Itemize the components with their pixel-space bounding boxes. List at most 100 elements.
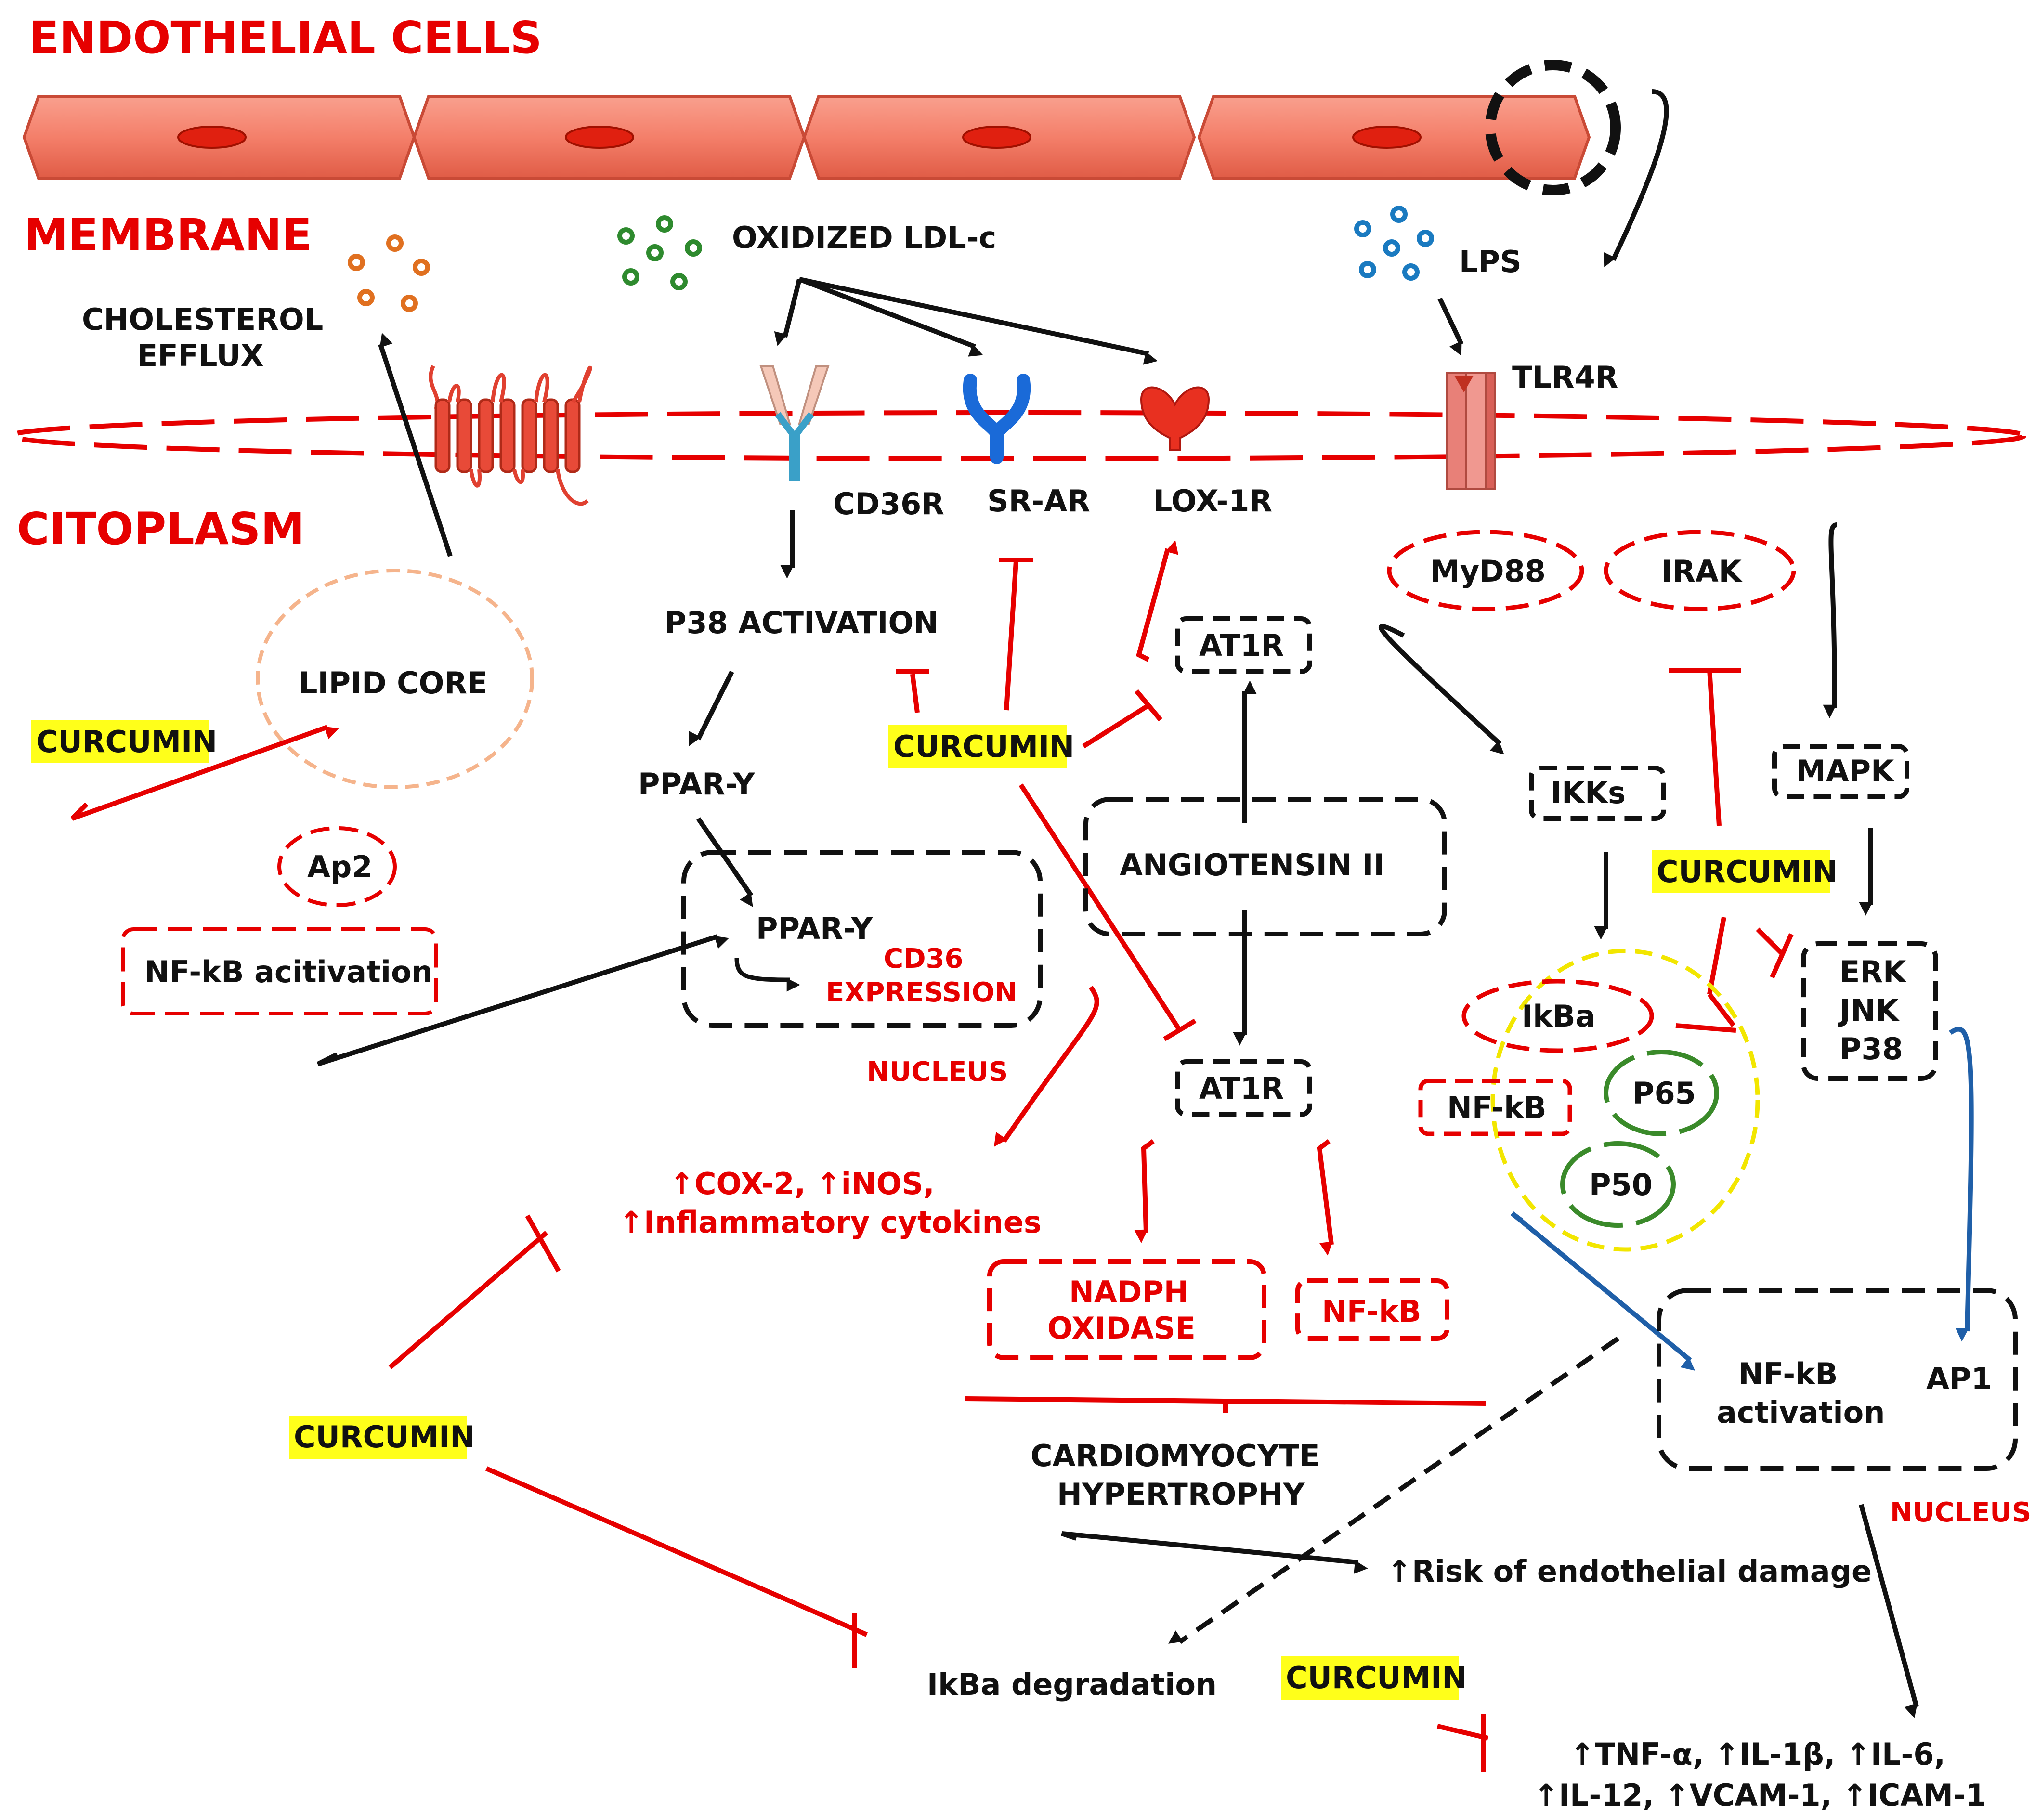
curcumin-highlight-center: CURCUMIN (888, 725, 1074, 768)
label-risk: ↑Risk of endothelial damage (1387, 1554, 1872, 1589)
label-cd36: CD36 (884, 943, 964, 975)
label-irak: IRAK (1661, 554, 1743, 589)
cell-membrane (9, 410, 2026, 461)
tlr4-to-mapk-arrow (1823, 522, 1838, 718)
label-mapk: MAPK (1796, 754, 1895, 789)
label-myd88: MyD88 (1430, 554, 1546, 589)
hypertrophy-to-risk-arrow (1061, 1531, 1368, 1574)
label-jnk: JNK (1838, 993, 1900, 1028)
curcumin-label: CURCUMIN (1657, 854, 1838, 889)
label-cox: ↑COX-2, ↑iNOS, (669, 1166, 935, 1201)
label-srar: SR-AR (987, 483, 1090, 519)
label-p38: P38 (1839, 1031, 1903, 1066)
label-nfkb-red: NF-kB (1322, 1294, 1422, 1329)
erk-to-ap1-arrow (1949, 1027, 1974, 1342)
label-hypertrophy: HYPERTROPHY (1057, 1477, 1305, 1512)
label-cytokines-1: ↑TNF-α, ↑IL-1β, ↑IL-6, (1570, 1737, 1945, 1772)
endothelial-cell (802, 95, 1196, 180)
label-nfkb-acitivation: NF-kB acitivation (144, 954, 433, 989)
ikba-node (1461, 979, 1654, 1053)
at1r-to-nfkb-arrow (1317, 1139, 1334, 1256)
hypertrophy-bracket (965, 1396, 1486, 1413)
label-ap2: Ap2 (307, 849, 373, 884)
zoom-arrow (1604, 89, 1669, 268)
ppar-to-nucleus-arrow (696, 817, 754, 907)
srar-receptor-icon (963, 374, 1031, 464)
lox1r-receptor-icon (1140, 386, 1210, 451)
lps-particles (1354, 206, 1434, 281)
myd88-to-ikks-arrow (1379, 624, 1504, 755)
p65-node (1604, 1050, 1719, 1136)
label-lipid-core: LIPID CORE (299, 665, 487, 701)
at1r-bottom-box (1175, 1059, 1312, 1117)
label-ap1: AP1 (1926, 1361, 1992, 1396)
label-inflammatory: ↑Inflammatory cytokines (619, 1205, 1042, 1240)
label-angiotensin: ANGIOTENSIN II (1120, 847, 1384, 883)
nucleus-box-left (681, 850, 1043, 1028)
curcumin-highlight-bottom: CURCUMIN (1281, 1656, 1467, 1700)
label-tlr4r: TLR4R (1512, 360, 1618, 395)
label-nfkb-small: NF-kB (1447, 1090, 1547, 1125)
curcumin-highlight-left-bottom: CURCUMIN (289, 1416, 475, 1459)
label-ppar-y-nucleus: PPAR-Y (756, 911, 874, 946)
label-nucleus-right: NUCLEUS (1890, 1497, 2031, 1528)
label-nadph: NADPH (1069, 1274, 1189, 1310)
label-efflux: EFFLUX (137, 338, 264, 373)
endothelial-cell-layer (22, 60, 1621, 195)
ppar-expression-arrow (734, 958, 800, 992)
p50-node (1560, 1141, 1676, 1228)
endothelial-cell (1197, 95, 1591, 180)
curcumin-highlight-left-top: CURCUMIN (31, 720, 217, 763)
label-p38-activation: P38 ACTIVATION (665, 605, 939, 640)
at1r-lox-arrow (1136, 540, 1178, 662)
nucleus-box-right (1657, 1288, 2018, 1471)
label-ppar-y-cytoplasm: PPAR-Y (638, 767, 756, 802)
p38-to-ppar-arrow (689, 670, 734, 746)
label-ikba: IkBa (1522, 999, 1595, 1034)
curcumin-to-lipid-arrow (70, 725, 339, 821)
ikks-box (1529, 766, 1666, 821)
cholesterol-particles (348, 234, 430, 312)
nucleus-to-cox-arrow (994, 986, 1099, 1147)
label-p50: P50 (1589, 1167, 1653, 1202)
label-erk: ERK (1839, 954, 1907, 989)
curcumin-highlight-right: CURCUMIN (1652, 850, 1838, 893)
label-oxidized-ldl: OXIDIZED LDL-c (732, 220, 996, 255)
label-nucleus-left: NUCLEUS (867, 1056, 1008, 1088)
title-citoplasm: CITOPLASM (17, 503, 305, 555)
label-oxidase: OXIDASE (1047, 1311, 1196, 1346)
label-nfkb-activation: NF-kB (1738, 1356, 1838, 1391)
title-endothelial-cells: ENDOTHELIAL CELLS (29, 12, 542, 64)
label-cytokines-2: ↑IL-12, ↑VCAM-1, ↑ICAM-1 (1534, 1778, 1986, 1813)
complex-to-nucleus-arrow (1510, 1211, 1696, 1371)
erk-jnk-p38-box (1801, 941, 1938, 1081)
abca1-transporter-icon (429, 365, 592, 506)
angiotensin-box (1083, 797, 1447, 936)
label-at1r-top: AT1R (1199, 628, 1284, 663)
curcumin-label: CURCUMIN (1286, 1660, 1467, 1695)
label-expression: EXPRESSION (826, 977, 1017, 1008)
nfkb-to-ppar-arrow (316, 934, 729, 1066)
label-cholesterol: CHOLESTEROL (82, 302, 323, 337)
irak-node (1604, 530, 1796, 611)
cd36r-receptor-icon (759, 365, 830, 481)
myd88-node (1387, 530, 1584, 611)
ldl-arrows (378, 277, 1464, 579)
nadph-box (987, 1259, 1266, 1360)
label-cd36r: CD36R (833, 486, 944, 521)
oxidized-ldl-particles (617, 215, 702, 290)
label-lox1r: LOX-1R (1153, 483, 1272, 519)
nfkb-to-ikba-degradation-arrow (1168, 1336, 1619, 1644)
ap2-node (277, 826, 397, 907)
curcumin-label: CURCUMIN (294, 1419, 475, 1455)
label-lps: LPS (1459, 244, 1522, 279)
endothelial-cell (412, 95, 806, 180)
bottom-curcumin-inhibition (1436, 1714, 1489, 1772)
at1r-to-nadph-arrow (1134, 1139, 1155, 1243)
center-curcumin-inhibitions (896, 558, 1197, 1041)
curcumin-label: CURCUMIN (893, 729, 1074, 764)
label-p65: P65 (1632, 1076, 1696, 1111)
label-ikba-degradation: IkBa degradation (927, 1667, 1217, 1702)
nfkb-complex-circle (1490, 949, 1760, 1252)
